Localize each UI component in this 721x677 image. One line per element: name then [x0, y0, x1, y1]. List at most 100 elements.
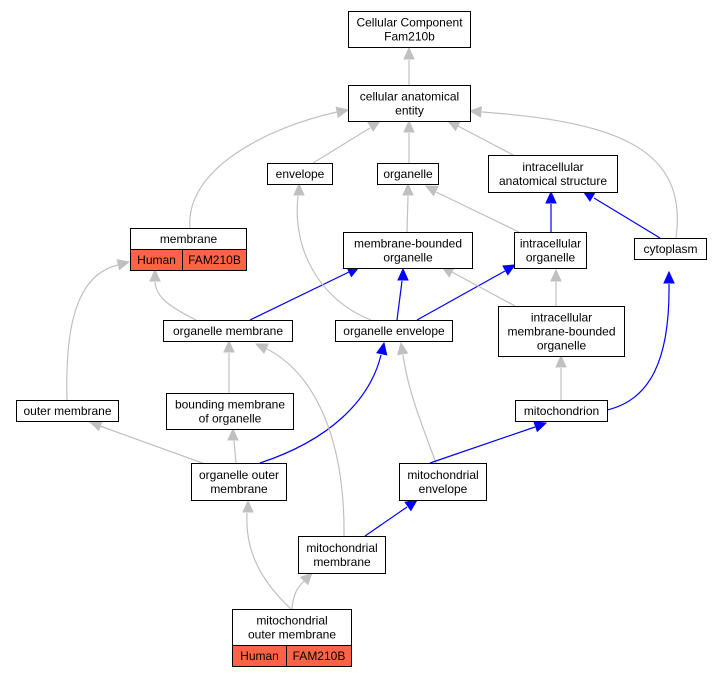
node-label-line: membrane — [210, 482, 268, 496]
edge-om-to-mbo — [249, 266, 361, 321]
node-label-line: mitochondrion — [524, 404, 599, 418]
edge-mom-to-oom — [242, 499, 292, 610]
edge-bmo-to-om — [223, 339, 235, 393]
node-box — [514, 232, 587, 269]
annotation-label: FAM210B — [188, 253, 241, 267]
edge-line — [259, 354, 382, 464]
node-box — [191, 463, 287, 501]
node-label-line: of organelle — [199, 412, 262, 426]
node-label-line: organelle — [383, 251, 433, 265]
arrowhead — [403, 46, 415, 60]
arrowhead — [468, 106, 482, 118]
arrowhead — [446, 120, 461, 132]
node-label-line: cellular anatomical — [360, 90, 459, 104]
node-label-line: membrane — [160, 232, 218, 246]
arrowhead — [550, 268, 562, 282]
arrowhead — [242, 499, 254, 513]
node-box — [166, 393, 294, 430]
edge-line — [154, 281, 197, 321]
node-label-line: anatomical structure — [499, 174, 607, 188]
node-organelle[interactable]: organelle — [377, 163, 439, 185]
edge-line — [246, 512, 292, 610]
annotation-species: Human — [232, 645, 287, 667]
node-mito[interactable]: mitochondrion — [515, 400, 608, 422]
node-outer[interactable]: outer membrane — [16, 400, 119, 422]
node-box — [515, 400, 608, 422]
edge-line — [364, 506, 408, 537]
node-box — [634, 238, 707, 260]
edge-cytoplasm-to-ias — [581, 190, 661, 239]
edge-membrane-to-cae — [189, 106, 350, 229]
edge-menv-to-mito — [429, 421, 548, 464]
node-box — [348, 11, 471, 48]
edge-line — [264, 347, 345, 537]
node-label-line: organelle membrane — [173, 324, 283, 338]
node-label-line: organelle outer — [199, 468, 279, 482]
edge-mm-to-om — [254, 343, 345, 537]
node-label-line: membrane — [313, 555, 371, 569]
edge-cytoplasm-to-cae — [468, 106, 678, 239]
node-om[interactable]: organelle membrane — [163, 320, 293, 342]
edge-line — [435, 191, 520, 233]
edge-line — [99, 425, 206, 465]
edge-line — [606, 283, 670, 411]
edge-oom-to-bmo — [227, 427, 239, 464]
arrowhead — [545, 190, 557, 204]
node-label-line: mitochondrial — [256, 614, 327, 628]
edge-line — [291, 580, 305, 610]
edge-layer — [66, 46, 678, 610]
node-label-line: envelope — [419, 482, 468, 496]
arrowhead — [227, 427, 239, 441]
arrowhead — [397, 267, 409, 281]
edge-line — [233, 440, 237, 464]
node-box — [267, 163, 333, 185]
arrowhead — [403, 119, 415, 133]
edge-ias-to-cae — [446, 120, 518, 158]
edge-oe-to-io — [416, 264, 517, 321]
node-label-line: intracellular — [531, 311, 592, 325]
arrowhead — [555, 354, 567, 368]
edge-mbo-to-organelle — [402, 182, 414, 233]
edge-line — [402, 354, 437, 464]
node-label-line: mitochondrial — [306, 541, 377, 555]
node-box — [399, 463, 487, 501]
edge-oe-to-mbo — [396, 267, 409, 321]
node-label-line: entity — [395, 104, 424, 118]
arrowhead — [397, 341, 409, 356]
edge-line — [429, 426, 536, 464]
arrowhead — [376, 341, 388, 356]
arrowhead — [254, 343, 269, 355]
edge-oom-to-oe — [259, 341, 388, 464]
node-label-line: organelle — [526, 251, 576, 265]
edge-mito-to-imbo — [555, 354, 567, 400]
node-cytoplasm[interactable]: cytoplasm — [634, 238, 707, 260]
edge-organelle-to-cae — [403, 119, 415, 163]
arrowhead — [533, 421, 548, 433]
node-box — [16, 400, 119, 422]
edge-line — [457, 125, 518, 158]
edge-cae-to-cc — [403, 46, 415, 85]
edge-line — [312, 127, 371, 164]
node-label-line: envelope — [276, 167, 325, 181]
node-envelope[interactable]: envelope — [267, 163, 333, 185]
node-label-line: bounding membrane — [175, 398, 285, 412]
node-oe[interactable]: organelle envelope — [335, 320, 453, 342]
node-box — [488, 155, 618, 193]
arrowhead — [367, 120, 382, 132]
node-box — [163, 320, 293, 342]
arrowhead — [299, 572, 313, 586]
